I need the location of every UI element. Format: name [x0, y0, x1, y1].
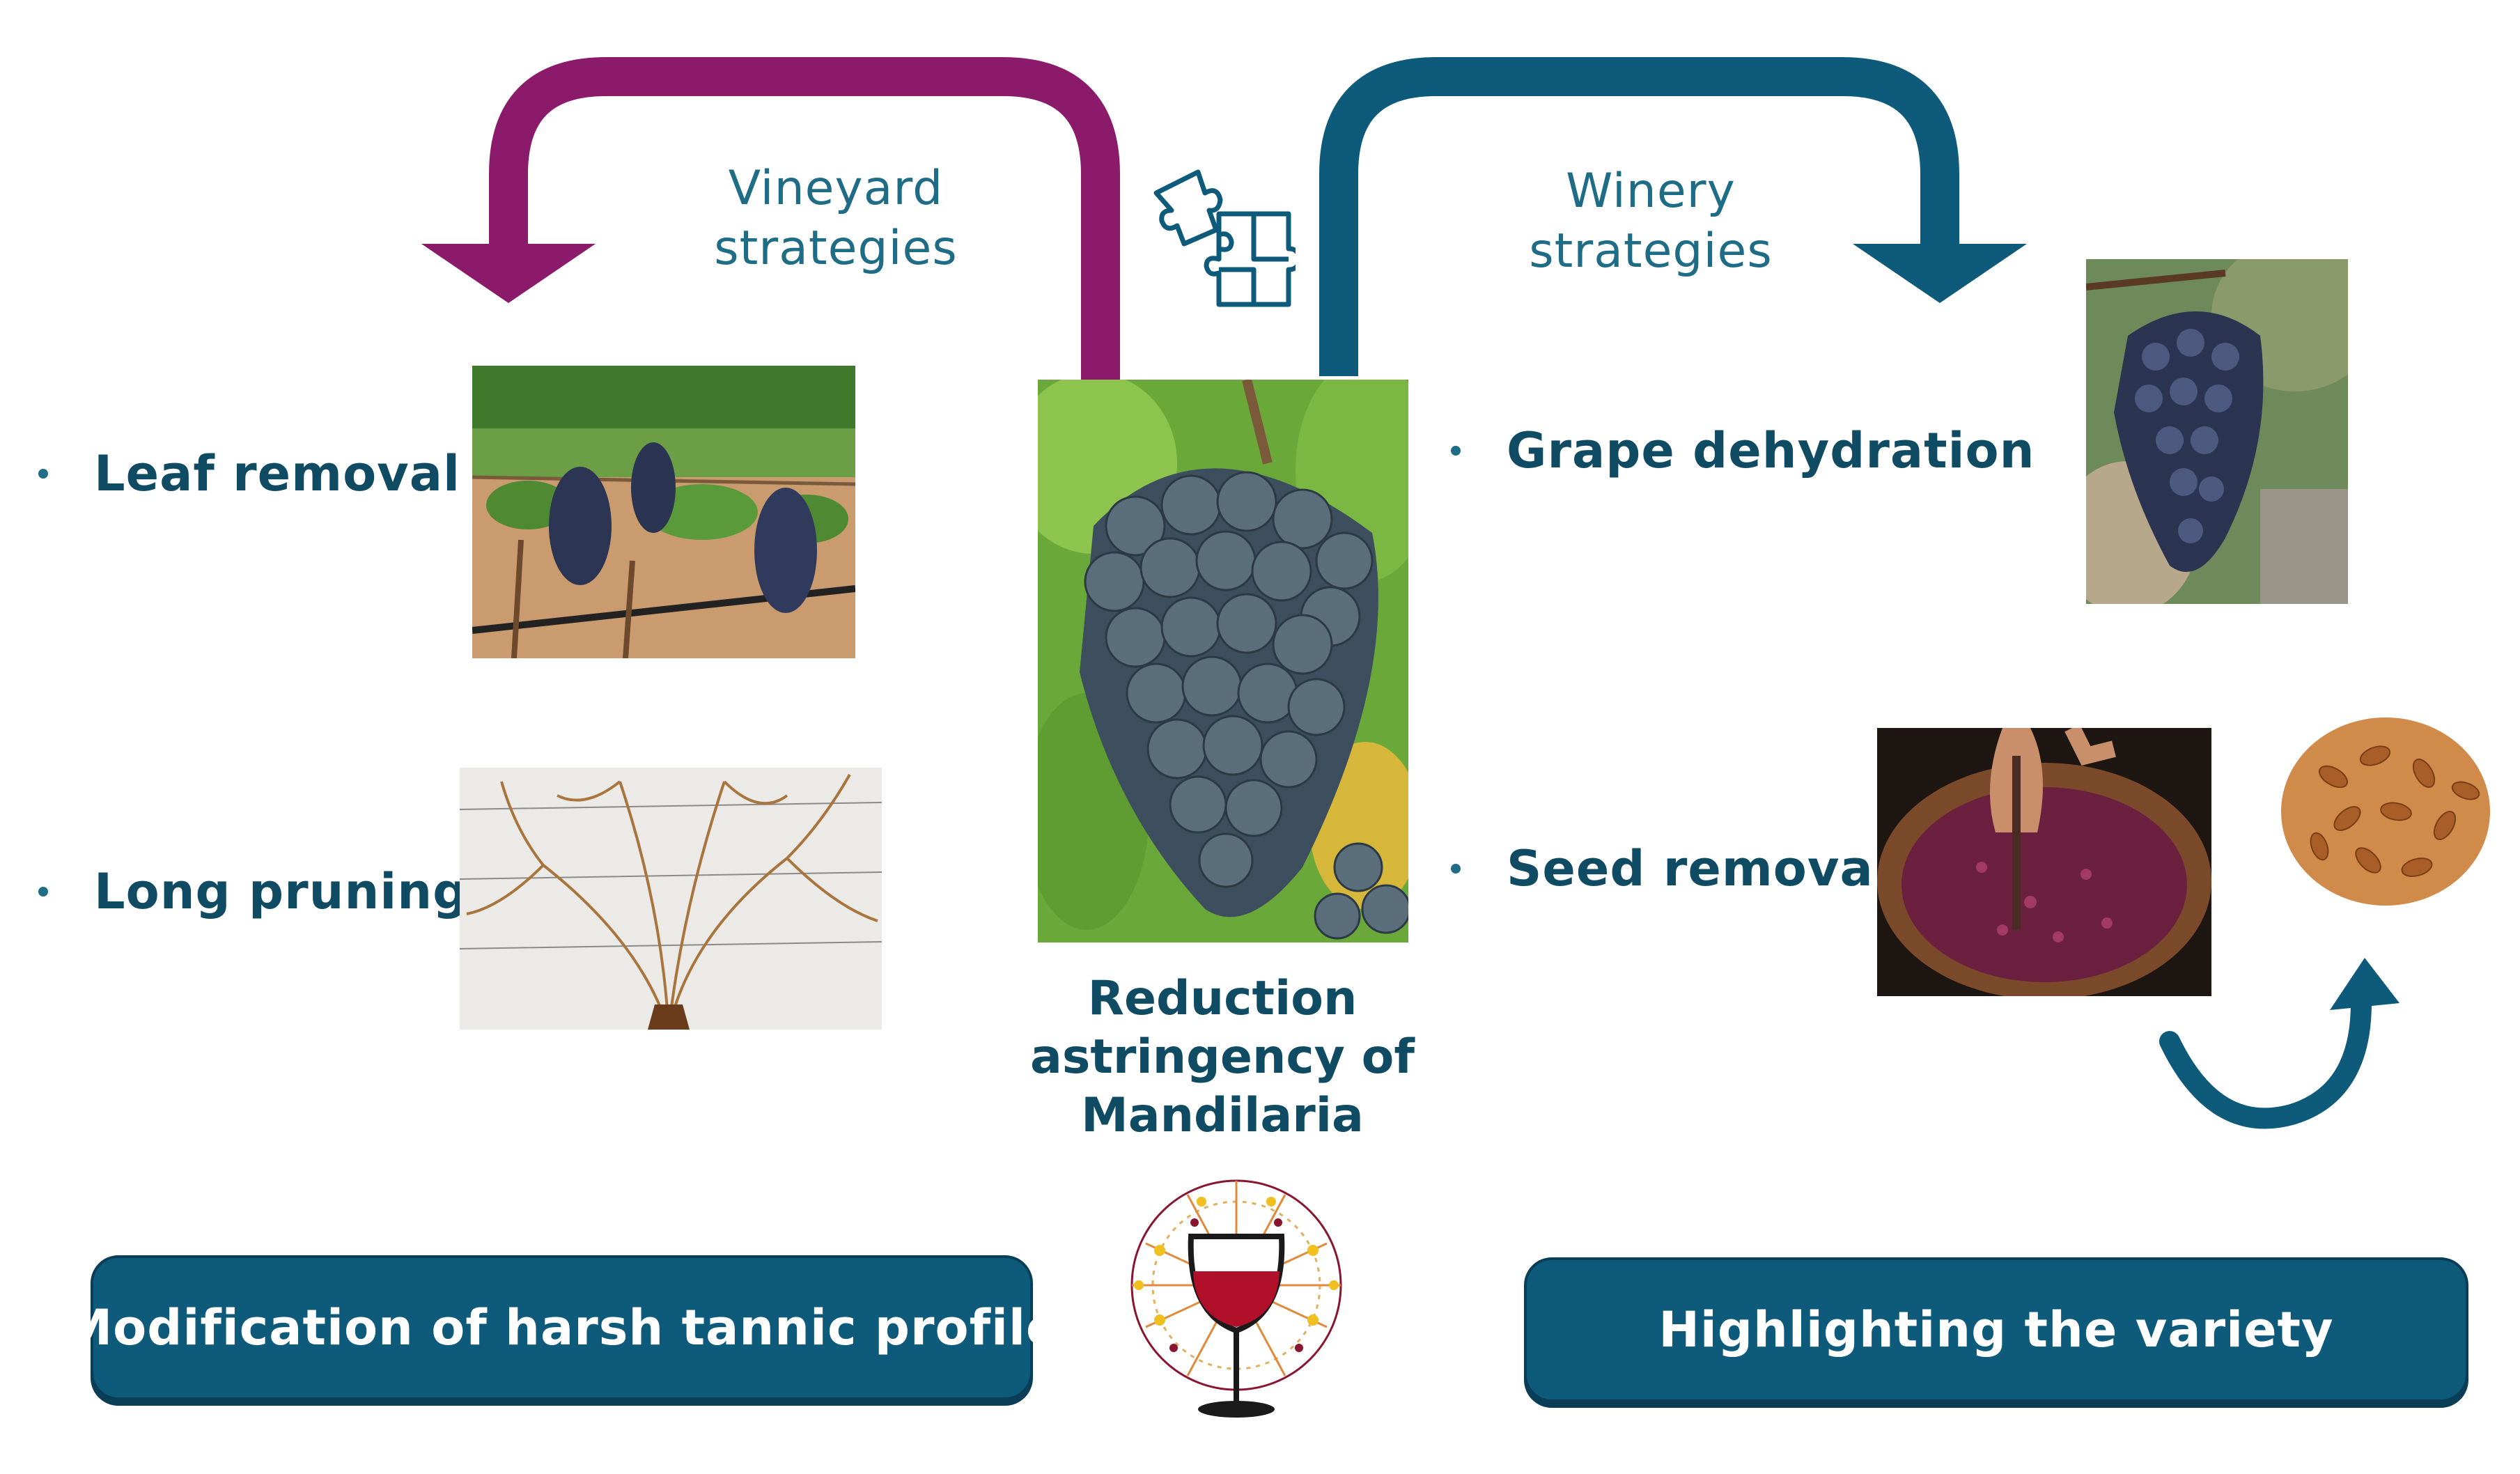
bullet-dot — [38, 887, 48, 897]
bullet-dot — [1451, 446, 1461, 456]
grape-dehydration-label: Grape dehydration — [1507, 422, 2035, 479]
grape-dehydration-photo — [2086, 259, 2348, 604]
leaf-removal-label: Leaf removal — [94, 445, 461, 502]
modification-tannic-profile-box: Modification of harsh tannic profile — [63, 1255, 1059, 1400]
long-pruning-label: Long pruning — [94, 863, 469, 920]
seed-removal-photo — [1877, 728, 2211, 996]
highlighting-variety-box: Highlighting the variety — [1524, 1257, 2468, 1402]
center-caption: Reduction astringency of Mandilaria — [1030, 971, 1415, 1143]
puzzle-icon — [1153, 169, 1296, 307]
vineyard-arrowhead — [421, 244, 596, 303]
curved-arrow-icon — [2159, 993, 2372, 1129]
bullet-dot — [1451, 864, 1461, 874]
winery-strategies-label: Winery strategies — [1529, 164, 1773, 279]
wine-glass-logo-icon — [1130, 1179, 1342, 1418]
winery-arrow — [1319, 57, 1959, 376]
long-pruning-photo — [460, 768, 882, 1030]
bullet-dot — [38, 469, 48, 479]
grape-seeds-photo — [2271, 707, 2500, 916]
vineyard-strategies-label: Vineyard strategies — [714, 161, 958, 276]
winery-arrowhead — [1853, 244, 2027, 303]
mandilaria-grape-photo — [1038, 380, 1408, 942]
leaf-removal-photo — [472, 366, 855, 658]
seed-removal-label: Seed removal — [1507, 840, 1891, 897]
vineyard-arrow — [489, 57, 1120, 380]
